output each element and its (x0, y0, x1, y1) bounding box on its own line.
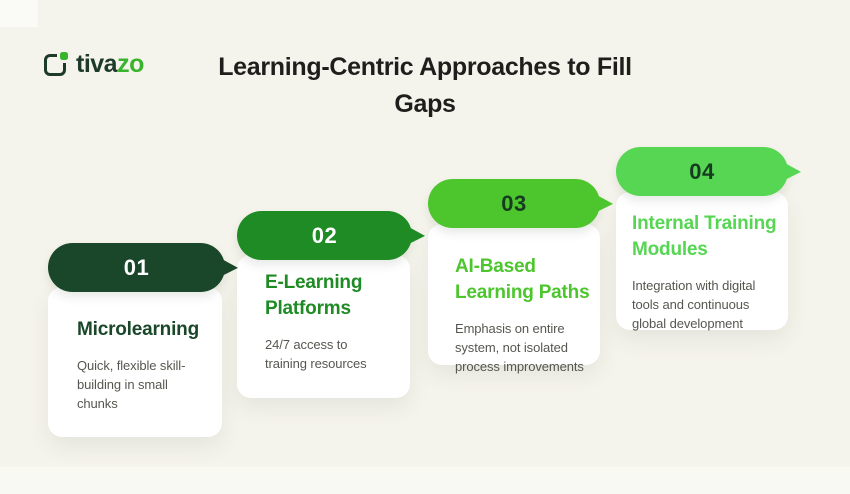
tivazo-logo-icon (44, 52, 68, 76)
badge-tail-icon (597, 195, 613, 212)
brand-name: tivazo (76, 50, 144, 78)
corner-light-patch (0, 0, 38, 27)
step-title-1: Microlearning (77, 319, 199, 340)
brand-name-primary: tiva (76, 50, 118, 78)
step-desc-2: 24/7 access to training resources (265, 337, 367, 371)
brand-logo: tivazo (44, 50, 144, 78)
step-badge-1: 01 (48, 243, 238, 292)
logo-square-outline (44, 54, 66, 76)
step-card-1: Microlearning Quick, flexible skill- bui… (48, 287, 222, 437)
step-card-4: Internal Training Modules Integration wi… (616, 192, 788, 331)
step-number-2: 02 (311, 222, 338, 248)
step-title-4: Internal Training Modules (632, 213, 777, 260)
step-title-2: E-Learning Platforms (265, 272, 363, 319)
step-number-1: 01 (123, 254, 150, 280)
step-number-3: 03 (501, 190, 527, 216)
step-badge-4: 04 (616, 147, 801, 196)
step-desc-4: Integration with digital tools and conti… (632, 278, 756, 331)
badge-tail-icon (409, 227, 425, 244)
brand-name-accent: zo (117, 50, 144, 78)
step-title-3: AI-Based Learning Paths (455, 256, 590, 303)
badge-tail-icon (785, 163, 801, 180)
step-card-3: AI-Based Learning Paths Emphasis on enti… (428, 224, 600, 374)
step-badge-2: 02 (237, 211, 425, 260)
step-number-4: 04 (689, 158, 715, 184)
bottom-light-band (0, 467, 850, 494)
step-desc-3: Emphasis on entire system, not isolated … (455, 321, 584, 374)
logo-green-dot (60, 52, 68, 60)
step-badge-3: 03 (428, 179, 613, 228)
page-title: Learning-Centric Approaches to Fill Gaps (218, 53, 632, 118)
step-card-2: E-Learning Platforms 24/7 access to trai… (237, 255, 410, 398)
badge-tail-icon (222, 259, 238, 276)
step-desc-1: Quick, flexible skill- building in small… (77, 358, 186, 411)
